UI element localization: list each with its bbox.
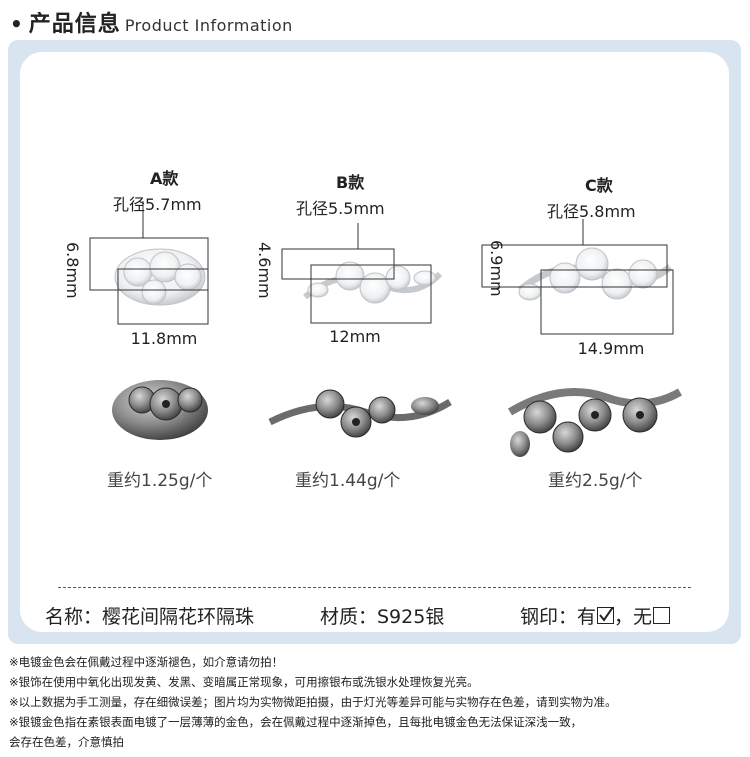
item-c-label: C款 <box>585 176 613 195</box>
section-header: • 产品信息 Product Information <box>10 6 293 38</box>
item-a-dark-photo <box>112 380 208 440</box>
item-c-weight: 重约2.5g/个 <box>548 471 643 491</box>
header-bullet: • <box>10 12 23 36</box>
item-b-weight: 重约1.44g/个 <box>295 471 401 491</box>
notes-section: ※电镀金色会在佩戴过程中逐渐褪色，如介意请勿拍！ ※银饰在使用中氧化出现发黄、发… <box>9 652 742 752</box>
item-a-weight: 重约1.25g/个 <box>107 471 213 491</box>
header-title-zh: 产品信息 <box>28 12 121 37</box>
item-c-hole: 孔径5.8mm <box>547 202 636 221</box>
dimension-lines <box>89 201 674 335</box>
stamp-yes-text: 钢印：有 <box>520 606 597 628</box>
item-a-hole: 孔径5.7mm <box>113 195 202 214</box>
product-info-frame: A款 孔径5.7mm 6.8mm 11.8mm 重约1.25g/个 B款 孔径5… <box>8 40 741 644</box>
item-b-hole: 孔径5.5mm <box>296 199 385 218</box>
item-a-white-photo <box>114 248 206 306</box>
item-c-dark-photo <box>507 388 682 457</box>
item-b-width: 12mm <box>329 327 381 346</box>
product-info-panel: A款 孔径5.7mm 6.8mm 11.8mm 重约1.25g/个 B款 孔径5… <box>20 52 729 632</box>
note-line: ※银饰在使用中氧化出现发黄、发黑、变暗属正常现象，可用擦银布或洗银水处理恢复光亮… <box>9 675 479 689</box>
note-line: ※银镀金色指在素银表面电镀了一层薄薄的金色，会在佩戴过程中逐渐掉色，且每批电镀金… <box>9 715 583 729</box>
section-divider <box>58 587 691 588</box>
item-b-dark-photo <box>268 389 452 438</box>
item-c-white-photo <box>517 247 673 301</box>
item-a-height: 6.8mm <box>63 242 82 299</box>
checked-box-icon <box>597 607 615 624</box>
note-line: ※以上数据为手工测量，存在细微误差；图片均为实物微距拍摄，由于灯光等差异可能与实… <box>9 695 617 709</box>
note-line: 会存在色差，介意慎拍 <box>9 735 124 749</box>
product-illustrations <box>89 201 682 457</box>
item-b-label: B款 <box>336 173 365 192</box>
item-a-width: 11.8mm <box>130 329 198 348</box>
product-stamp: 钢印：有 ，无 <box>520 602 671 629</box>
header-title-en: Product Information <box>124 16 293 35</box>
product-material: 材质：S925银 <box>320 606 445 628</box>
product-name: 名称：樱花间隔花环隔珠 <box>45 606 255 628</box>
item-b-white-photo <box>303 261 443 304</box>
empty-box-icon <box>653 607 671 624</box>
item-c-height: 6.9mm <box>487 240 506 297</box>
stamp-no-text: ，无 <box>614 606 653 628</box>
item-c-width: 14.9mm <box>577 339 645 358</box>
item-a-label: A款 <box>150 169 179 188</box>
item-b-height: 4.6mm <box>255 242 274 299</box>
note-line: ※电镀金色会在佩戴过程中逐渐褪色，如介意请勿拍！ <box>9 655 284 669</box>
